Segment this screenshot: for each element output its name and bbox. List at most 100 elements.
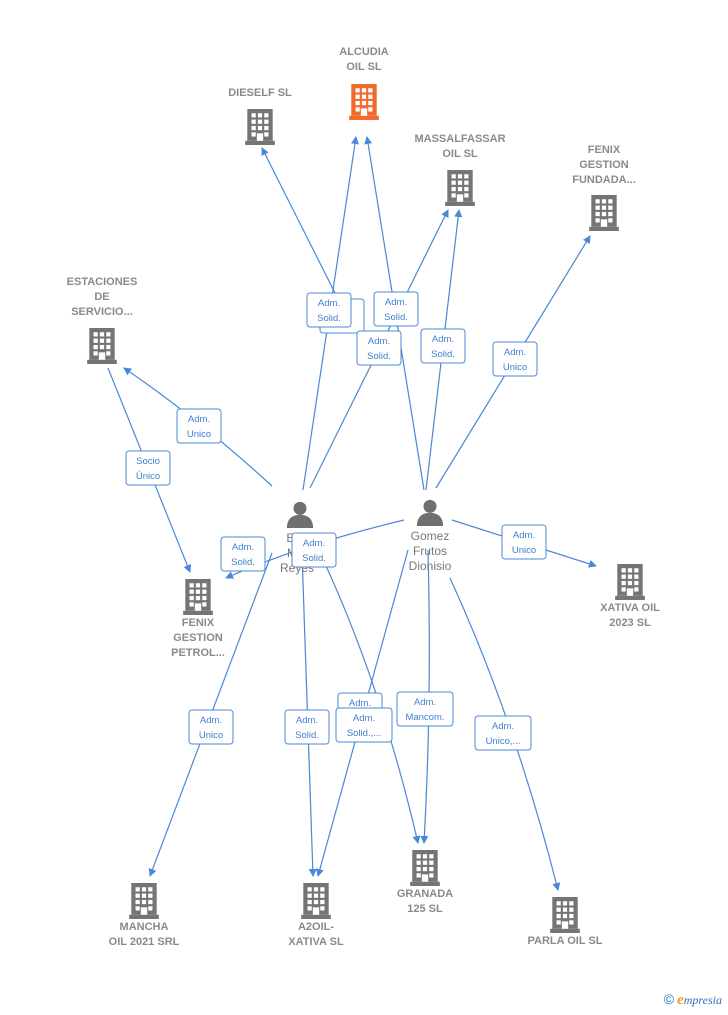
- company-name: FUNDADA...: [572, 174, 636, 186]
- edge-role-label[interactable]: Adm.Solid.,...: [335, 707, 393, 743]
- edge-label-box: [291, 532, 337, 568]
- company-node-estaciones[interactable]: ESTACIONESDESERVICIO...: [67, 276, 138, 364]
- company-name: OIL SL: [346, 61, 382, 73]
- edge-label-text: Solid.: [317, 313, 341, 324]
- company-node-alcudia[interactable]: ALCUDIA OIL SL: [339, 46, 389, 120]
- person-icon: [286, 501, 314, 528]
- company-name: FENIX: [182, 617, 215, 629]
- edge-label-text: Mancom.: [405, 712, 444, 723]
- edge-role-label[interactable]: Adm. Solid.: [306, 292, 352, 328]
- company-name: ALCUDIA: [339, 46, 389, 58]
- edge-label-text: Unico: [199, 730, 223, 741]
- company-name: GESTION: [579, 159, 629, 171]
- brand-logo-e: e: [677, 992, 684, 1008]
- edge-label-text: Adm.: [318, 298, 340, 309]
- company-name: MANCHA: [120, 921, 169, 933]
- brand-logo-text: mpresia: [683, 993, 722, 1007]
- edge-label-box: [501, 524, 547, 560]
- edge-label-box: [356, 330, 402, 366]
- company-node-parla[interactable]: PARLA OIL SL: [528, 897, 603, 947]
- company-node-a2oil[interactable]: A2OIL- XATIVA SL: [288, 883, 344, 948]
- company-name: PETROL...: [171, 647, 225, 659]
- edge-label-text: Solid.: [231, 557, 255, 568]
- edge-role-label[interactable]: Adm. Solid.: [420, 328, 466, 364]
- building-icon: [183, 579, 213, 615]
- building-icon: [445, 170, 475, 206]
- edge-label-text: Unico: [187, 429, 211, 440]
- company-name: 2023 SL: [609, 617, 651, 629]
- edge-label-text: Adm.: [296, 715, 318, 726]
- edge-role-label[interactable]: Adm.Unico,...: [474, 715, 532, 751]
- company-name: PARLA OIL SL: [528, 935, 603, 947]
- edge-label-box: [420, 328, 466, 364]
- building-icon: [615, 564, 645, 600]
- edge-label-box: [492, 341, 538, 377]
- edge-role-label[interactable]: Adm.Unico: [501, 524, 547, 560]
- person-name: Dionisio: [409, 559, 452, 573]
- company-name: XATIVA SL: [288, 936, 344, 948]
- building-icon: [245, 109, 275, 145]
- edge-role-label[interactable]: Adm.Unico: [492, 341, 538, 377]
- edge-label-text: Unico,...: [486, 736, 521, 747]
- edge-label-box: [396, 691, 454, 727]
- company-name: GRANADA: [397, 888, 453, 900]
- edge-label-text: Solid.: [302, 553, 326, 564]
- relationship-edge: [261, 147, 336, 294]
- edge-label-text: Adm.: [349, 698, 371, 709]
- company-node-fenix-petrol[interactable]: FENIXGESTIONPETROL...: [171, 579, 225, 659]
- edge-role-label[interactable]: Adm. Solid.: [356, 330, 402, 366]
- edge-label-text: Adm.: [432, 334, 454, 345]
- edge-label-text: Adm.: [188, 414, 210, 425]
- edge-label-box: [284, 709, 330, 745]
- company-name: OIL 2021 SRL: [109, 936, 180, 948]
- building-icon: [301, 883, 331, 919]
- company-name: FENIX: [588, 144, 621, 156]
- edge-role-label[interactable]: Adm.Solid.: [373, 291, 419, 327]
- edge-role-label[interactable]: Adm. Solid.: [220, 536, 266, 572]
- edge-label-box: [176, 408, 222, 444]
- edge-label-text: Adm.: [368, 336, 390, 347]
- person-name: Frutos: [413, 544, 447, 558]
- edge-label-text: Solid.: [384, 312, 408, 323]
- edge-role-label[interactable]: Adm. Unico: [176, 408, 222, 444]
- company-node-mancha[interactable]: MANCHA OIL 2021 SRL: [109, 883, 180, 948]
- edge-label-box: [373, 291, 419, 327]
- edge-label-text: Único: [136, 471, 160, 482]
- edge-role-label[interactable]: Adm.Solid.: [291, 532, 337, 568]
- company-node-dieself[interactable]: DIESELF SL: [228, 87, 292, 145]
- edge-label-text: Adm.: [200, 715, 222, 726]
- company-name: A2OIL-: [298, 921, 334, 933]
- edges-layer: [107, 136, 597, 891]
- edge-label-text: Solid.: [295, 730, 319, 741]
- company-name: ESTACIONES: [67, 276, 138, 288]
- edge-label-text: Adm.: [232, 542, 254, 553]
- edge-label-text: Solid.: [431, 349, 455, 360]
- edge-labels-layer: oAdm.Adm.Solid.Adm.Solid.Adm.Solid.Adm.U…: [125, 291, 547, 751]
- edge-label-text: Adm.: [513, 530, 535, 541]
- company-name: OIL SL: [442, 148, 478, 160]
- edge-label-text: Unico: [503, 362, 527, 373]
- edge-label-box: [335, 707, 393, 743]
- edge-role-label[interactable]: Adm. Solid.: [284, 709, 330, 745]
- edge-label-text: Solid.: [367, 351, 391, 362]
- building-icon: [129, 883, 159, 919]
- building-icon: [550, 897, 580, 933]
- edge-label-box: [125, 450, 171, 486]
- company-node-fenix-fundada[interactable]: FENIX GESTION FUNDADA...: [572, 144, 636, 231]
- edge-label-text: Solid.,...: [347, 728, 381, 739]
- edge-role-label[interactable]: Adm.Mancom.: [396, 691, 454, 727]
- building-icon: [87, 328, 117, 364]
- edge-label-text: Socio: [136, 456, 160, 467]
- edge-label-box: [306, 292, 352, 328]
- company-name: DIESELF SL: [228, 87, 292, 99]
- edge-role-label[interactable]: Adm. Unico: [188, 709, 234, 745]
- person-icon: [416, 499, 444, 526]
- empresia-watermark: ©empresia: [664, 991, 722, 1009]
